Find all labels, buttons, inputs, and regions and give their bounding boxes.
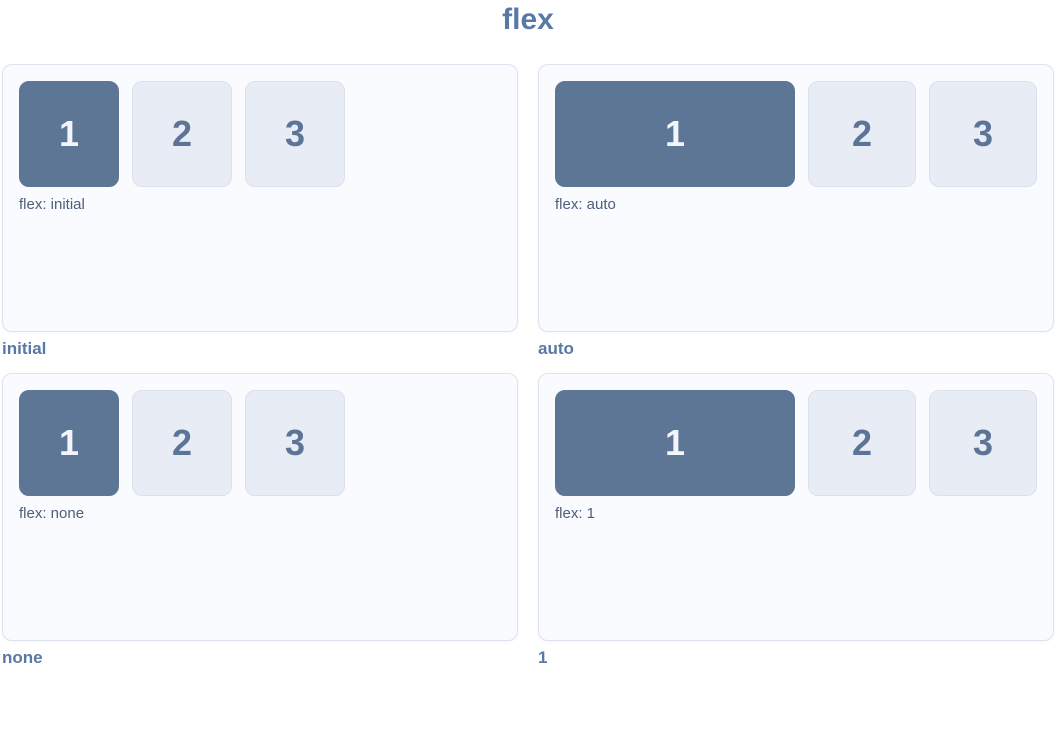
flex-item-2: 2 <box>808 81 916 187</box>
panel-caption: none <box>2 647 43 667</box>
flex-item-3: 3 <box>929 81 1037 187</box>
flex-demo-panel-none: 1 2 3 flex: none <box>2 372 518 641</box>
panel-caption: initial <box>2 339 47 358</box>
panel-caption: 1 <box>538 647 548 667</box>
flex-item-1: 1 <box>555 81 795 187</box>
flex-value-label: flex: initial <box>19 196 85 213</box>
flex-demo-panel-auto: 1 2 3 flex: auto <box>538 64 1054 332</box>
flex-item-3: 3 <box>245 81 345 187</box>
demo-grid: 1 2 3 flex: initial initial 1 2 3 flex: … <box>2 64 1054 667</box>
flex-value-label: flex: auto <box>555 196 616 213</box>
flex-item-3: 3 <box>245 389 345 496</box>
flex-demo-panel-1: 1 2 3 flex: 1 <box>538 372 1054 641</box>
flex-item-1: 1 <box>555 389 795 496</box>
flex-demo-panel-initial: 1 2 3 flex: initial <box>2 64 518 332</box>
flex-item-2: 2 <box>132 81 232 187</box>
flex-container: 1 2 3 <box>19 81 501 187</box>
flex-item-2: 2 <box>808 389 916 496</box>
flex-item-2: 2 <box>132 389 232 496</box>
flex-container: 1 2 3 <box>555 81 1037 187</box>
flex-container: 1 2 3 <box>19 389 501 496</box>
page-title: flex <box>502 3 554 36</box>
demo-cell-1: 1 2 3 flex: 1 1 <box>538 372 1054 668</box>
flex-value-label: flex: 1 <box>555 504 596 522</box>
flex-container: 1 2 3 <box>555 389 1037 496</box>
flex-item-1: 1 <box>19 389 119 496</box>
demo-cell-auto: 1 2 3 flex: auto auto <box>538 64 1054 359</box>
flex-value-label: flex: none <box>19 504 85 522</box>
flex-item-1: 1 <box>19 81 119 187</box>
demo-cell-initial: 1 2 3 flex: initial initial <box>2 64 518 359</box>
flex-item-3: 3 <box>929 389 1037 496</box>
demo-cell-none: 1 2 3 flex: none none <box>2 372 518 668</box>
panel-caption: auto <box>538 339 574 358</box>
